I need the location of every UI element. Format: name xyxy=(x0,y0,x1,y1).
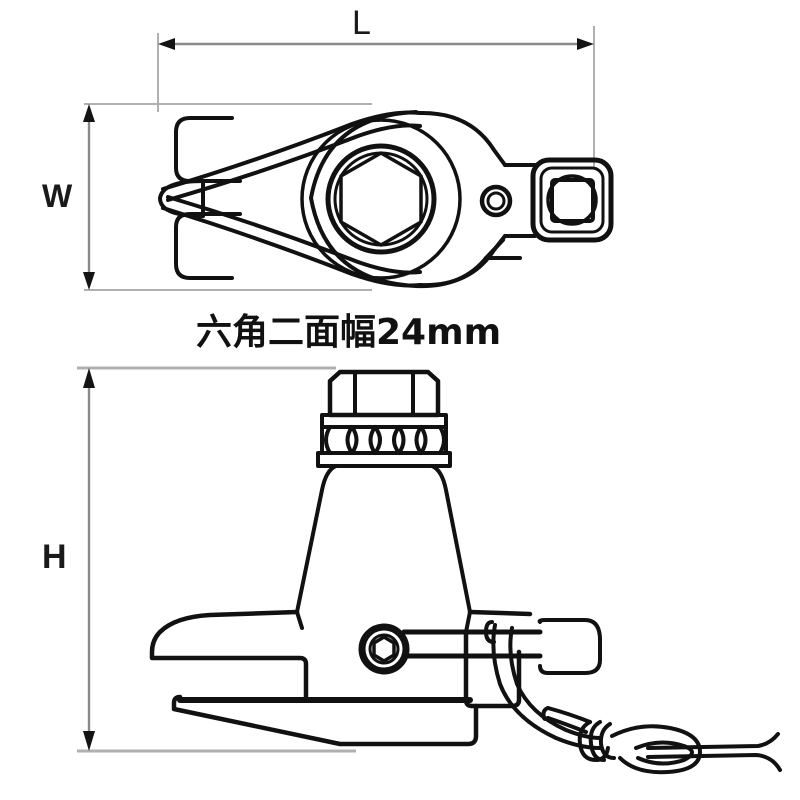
dimension-extension-lines-top xyxy=(84,26,595,291)
arm-upper-edge xyxy=(418,110,507,167)
wing-blade-upper-inner xyxy=(166,123,422,202)
hex-size-annotation: 六角二面幅24mm xyxy=(196,312,502,353)
wire-loop xyxy=(610,724,702,775)
arrowhead-L-left xyxy=(158,38,175,50)
arrowhead-H-bottom xyxy=(83,731,95,751)
dimension-extension-lines-side xyxy=(77,366,356,753)
hex-socket-bolt-recess xyxy=(372,635,396,663)
ball-8 xyxy=(414,425,423,455)
side-view-geometry xyxy=(149,369,782,775)
square-drive-housing-inner xyxy=(539,166,605,234)
wire-knot xyxy=(577,720,616,762)
hex-socket-bolt-ring xyxy=(368,633,400,665)
lower-washer xyxy=(316,451,452,468)
arrowhead-H-top xyxy=(83,368,95,388)
ball-10 xyxy=(438,425,446,455)
arm-lower-edge xyxy=(418,234,507,288)
wing-blade-upper-outer xyxy=(161,110,422,191)
top-view-geometry xyxy=(158,110,614,289)
fork-prong-upper xyxy=(174,116,242,183)
ball-4 xyxy=(368,425,377,455)
hex-boss-mid-ring xyxy=(325,143,437,255)
dimension-L xyxy=(158,38,594,50)
small-round-hole-outer xyxy=(479,184,513,218)
tapered-body xyxy=(295,464,472,634)
arrowhead-L-right xyxy=(577,38,594,50)
ball-7 xyxy=(397,425,406,455)
drive-socket-round-relief xyxy=(546,174,598,226)
upper-clamp-jaw-right xyxy=(467,609,533,617)
wing-blade-lower-inner xyxy=(166,195,422,275)
ball-6 xyxy=(392,425,401,455)
dimension-W xyxy=(83,104,95,290)
knot-wrap-3 xyxy=(598,722,616,760)
ball-bearing-band xyxy=(320,425,448,455)
dimension-label-width: W xyxy=(42,178,73,214)
hex-nut-outline xyxy=(327,369,441,418)
ball-5 xyxy=(373,425,382,455)
hex-socket-opening xyxy=(339,151,423,247)
safety-wire-strand-2a xyxy=(546,706,592,724)
ball-9 xyxy=(419,425,428,455)
lanyard-head-bulb xyxy=(537,618,602,675)
ball-2 xyxy=(345,425,354,455)
square-drive-housing xyxy=(530,157,614,243)
hex-boss-outer-ring xyxy=(300,118,462,280)
wing-blade-lower-outer xyxy=(161,206,422,288)
safety-wire-outer xyxy=(491,623,602,750)
base-plate xyxy=(171,694,479,747)
wire-loop-inner xyxy=(634,740,694,766)
arrowhead-W-bottom xyxy=(83,272,95,290)
dimension-label-length: L xyxy=(352,4,371,42)
hex-socket-bolt-outer xyxy=(358,623,410,675)
ball-3 xyxy=(350,425,359,455)
ball-1 xyxy=(324,425,332,455)
wire-tail-upper xyxy=(646,732,780,750)
safety-wire-inner xyxy=(508,626,602,740)
arrowhead-W-top xyxy=(83,104,95,122)
safety-wire-collar xyxy=(484,620,496,644)
dimension-label-height: H xyxy=(42,538,67,576)
wire-tail-lower xyxy=(646,753,782,772)
hex-boss-inner-ring xyxy=(333,151,429,247)
drive-socket-square xyxy=(550,178,595,223)
knot-wrap-1 xyxy=(577,720,610,762)
upper-clamp-jaw xyxy=(149,609,309,703)
knot-wrap-2 xyxy=(588,720,606,762)
safety-wire-strand-2-end xyxy=(541,706,550,721)
dimension-H xyxy=(83,368,95,751)
small-round-hole-inner xyxy=(486,191,506,211)
